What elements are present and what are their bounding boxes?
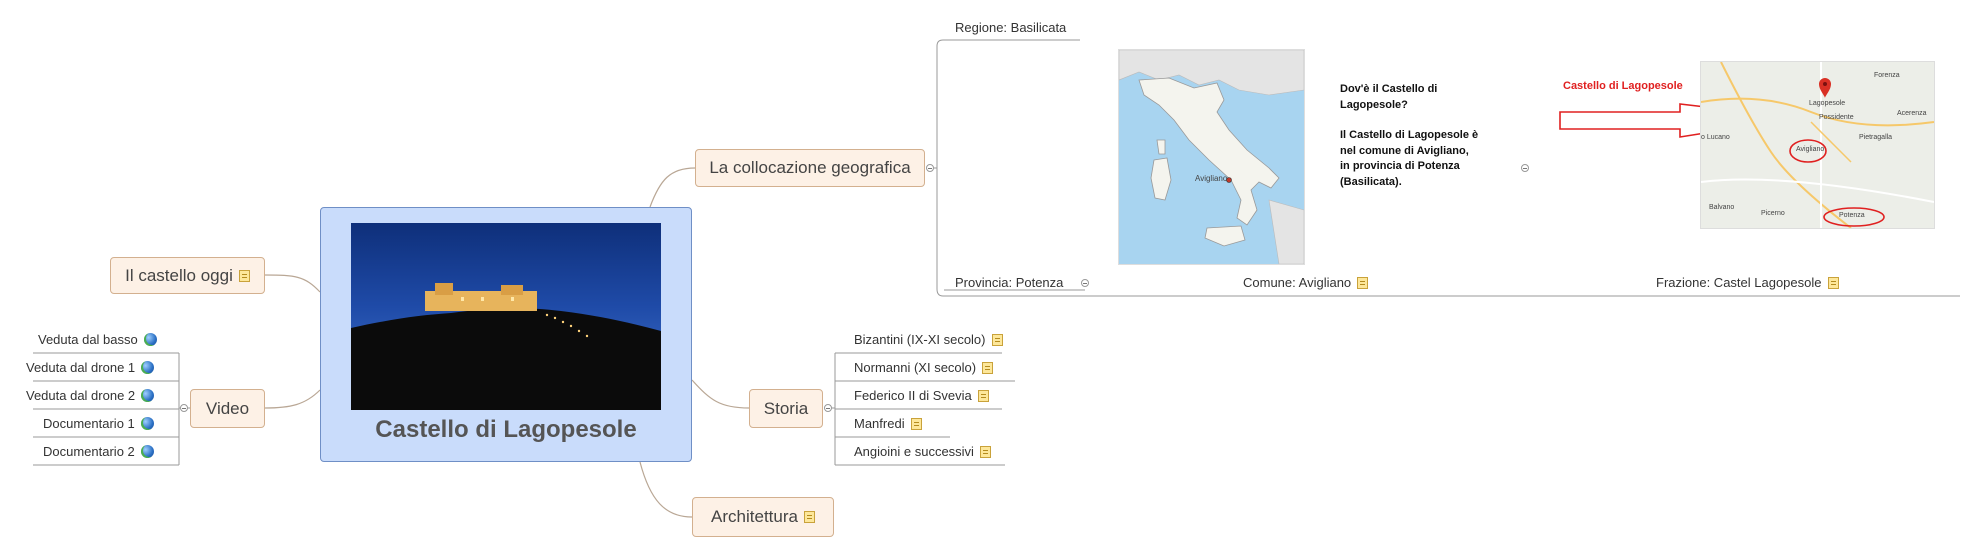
note-icon[interactable] [1827,276,1839,289]
collapse-info-toggle[interactable] [1521,164,1529,172]
geo-frazione-label: Frazione: Castel Lagopesole [1656,275,1822,290]
geo-provincia[interactable]: Provincia: Potenza [955,275,1063,290]
road-map-image: Forenza Lagopesole Possidente Acerenza P… [1700,61,1935,229]
central-topic-title: Castello di Lagopesole [375,416,637,443]
collapse-provincia-toggle[interactable] [1081,279,1089,287]
storia-item[interactable]: Angioini e successivi [854,444,991,459]
storia-item-label: Normanni (XI secolo) [854,360,977,375]
topic-storia-label: Storia [763,398,809,418]
note-icon[interactable] [982,361,994,374]
collapse-collocazione-toggle[interactable] [926,164,934,172]
castle-photo [351,223,661,410]
map-label-picerno: Picerno [1761,210,1785,217]
geo-regione[interactable]: Regione: Basilicata [955,20,1066,35]
note-icon[interactable] [238,269,250,282]
map-label-lucano: o Lucano [1701,134,1730,141]
video-item[interactable]: Documentario 1 [43,416,154,431]
collapse-storia-toggle[interactable] [824,404,832,412]
video-item-label: Documentario 1 [43,416,135,431]
map-label-avigliano: Avigliano [1796,146,1825,153]
topic-storia[interactable]: Storia [749,389,823,428]
globe-link-icon[interactable] [141,361,155,374]
note-icon[interactable] [979,445,991,458]
map-label-forenza: Forenza [1874,72,1900,79]
italy-map-label: Avigliano [1195,174,1228,183]
topic-castello-oggi-label: Il castello oggi [125,265,233,285]
geo-frazione[interactable]: Frazione: Castel Lagopesole [1656,275,1839,290]
geo-regione-label: Regione: Basilicata [955,20,1067,35]
note-icon[interactable] [803,511,815,523]
callout-label: Castello di Lagopesole [1563,80,1683,92]
map-label-lagopesole: Lagopesole [1809,100,1846,107]
note-icon[interactable] [991,333,1003,346]
video-item[interactable]: Veduta dal drone 1 [26,360,155,375]
video-item[interactable]: Veduta dal basso [38,332,157,347]
globe-link-icon[interactable] [143,333,157,346]
map-label-possidente: Possidente [1819,114,1854,121]
topic-video[interactable]: Video [190,389,265,428]
map-label-balvano: Balvano [1709,204,1735,211]
map-label-potenza: Potenza [1839,212,1865,219]
topic-architettura[interactable]: Architettura [692,497,834,537]
video-item-label: Veduta dal basso [38,332,138,347]
globe-link-icon[interactable] [141,389,155,402]
storia-item-label: Bizantini (IX-XI secolo) [854,332,986,347]
video-item[interactable]: Veduta dal drone 2 [26,388,155,403]
storia-item-label: Angioini e successivi [854,444,974,459]
geo-comune-label: Comune: Avigliano [1243,275,1352,290]
geo-question: Dov'è il Castello di Lagopesole? [1340,83,1438,111]
note-icon[interactable] [1357,276,1369,289]
geo-answer: Il Castello di Lagopesole è nel comune d… [1340,129,1479,188]
globe-link-icon[interactable] [140,445,154,458]
video-item[interactable]: Documentario 2 [43,444,154,459]
note-icon[interactable] [977,389,989,402]
italy-map-image: Avigliano [1118,49,1305,265]
storia-item[interactable]: Normanni (XI secolo) [854,360,994,375]
video-item-label: Veduta dal drone 1 [26,360,136,375]
storia-item-label: Federico II di Svevia [854,388,972,403]
collapse-video-toggle[interactable] [180,404,188,412]
topic-collocazione-geografica[interactable]: La collocazione geografica [695,149,925,187]
topic-architettura-label: Architettura [711,507,798,526]
storia-item[interactable]: Bizantini (IX-XI secolo) [854,332,1003,347]
storia-item[interactable]: Manfredi [854,416,922,431]
globe-link-icon[interactable] [140,417,154,430]
note-icon[interactable] [910,417,922,430]
central-topic[interactable]: Castello di Lagopesole [320,207,692,462]
geo-provincia-label: Provincia: Potenza [955,275,1064,290]
geo-comune[interactable]: Comune: Avigliano [1243,275,1369,290]
map-label-pietragalla: Pietragalla [1859,134,1893,141]
video-item-label: Veduta dal drone 2 [26,388,136,403]
storia-item[interactable]: Federico II di Svevia [854,388,989,403]
topic-collocazione-label: La collocazione geografica [709,158,911,177]
storia-item-label: Manfredi [854,416,905,431]
map-label-acerenza: Acerenza [1897,110,1927,117]
topic-castello-oggi[interactable]: Il castello oggi [110,257,265,294]
video-item-label: Documentario 2 [43,444,135,459]
topic-video-label: Video [205,398,250,418]
